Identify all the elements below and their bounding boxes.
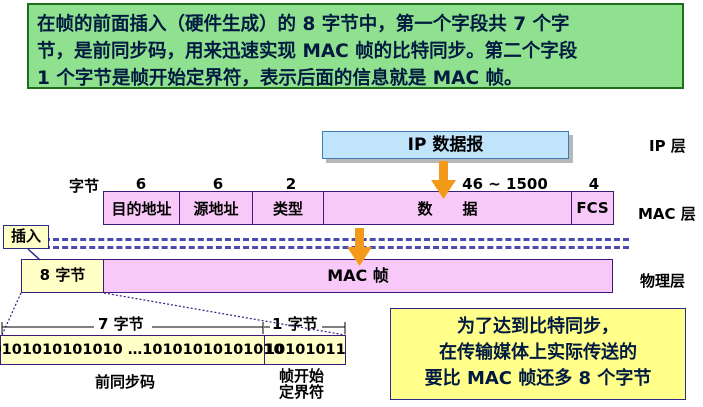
top-note-line-2: 节，是前同步码，用来迅速实现 MAC 帧的比特同步。第二个字段 <box>37 41 578 62</box>
field-destination-address: 目的地址 <box>104 192 180 224</box>
field-source-address: 源地址 <box>180 192 253 224</box>
sfd-label-line-1: 帧开始 <box>279 367 325 385</box>
field-size-type: 2 <box>285 175 297 193</box>
field-size-data: 46 ~ 1500 <box>462 175 548 193</box>
top-note-line-3: 1 个字节是帧开始定界符，表示后面的信息就是 MAC 帧。 <box>37 68 523 89</box>
sfd-label-line-2: 定界符 <box>279 383 325 401</box>
bottom-note-line-2: 在传输媒体上实际传送的 <box>439 342 637 363</box>
insert-label: 插入 <box>3 225 49 249</box>
seven-bytes-label: 7 字节 <box>98 315 144 333</box>
bytes-label: 字节 <box>69 177 100 195</box>
ip-datagram-box: IP 数据报 <box>322 131 569 159</box>
preamble-bits-box: 10101010101010 …10101010101010 10101011 <box>0 335 346 365</box>
physical-mac-frame: MAC 帧 <box>103 259 613 293</box>
eight-byte-prefix: 8 字节 <box>21 259 104 293</box>
expand-line-left <box>1 292 22 336</box>
field-fcs: FCS <box>576 199 609 217</box>
field-size-fcs: 4 <box>588 175 600 193</box>
mac-layer-label: MAC 层 <box>638 205 696 223</box>
field-size-dest: 6 <box>135 175 147 193</box>
preamble-label: 前同步码 <box>95 373 156 391</box>
layer-separator-dash-2 <box>44 246 629 249</box>
bottom-explanation-note: 为了达到比特同步， 在传输媒体上实际传送的 要比 MAC 帧还多 8 个字节 <box>390 308 686 400</box>
preamble-bits: 10101010101010 …10101010101010 <box>0 336 284 364</box>
ip-layer-label: IP 层 <box>649 137 686 155</box>
top-note-line-1: 在帧的前面插入（硬件生成）的 8 字节中，第一个字段共 7 个字 <box>37 14 570 35</box>
top-explanation-note: 在帧的前面插入（硬件生成）的 8 字节中，第一个字段共 7 个字 节，是前同步码… <box>27 3 684 89</box>
layer-separator-dash-1 <box>44 238 629 241</box>
bottom-note-line-3: 要比 MAC 帧还多 8 个字节 <box>424 368 652 389</box>
physical-layer-label: 物理层 <box>640 272 686 290</box>
sfd-bits: 10101011 <box>265 342 346 358</box>
field-type: 类型 <box>253 192 324 224</box>
one-byte-label: 1 字节 <box>272 315 318 333</box>
mac-frame-fields: 目的地址 源地址 类型 数 据 FCS <box>103 191 614 225</box>
bottom-note-line-1: 为了达到比特同步， <box>457 316 619 337</box>
field-size-src: 6 <box>212 175 224 193</box>
field-data: 数 据 <box>324 192 572 224</box>
